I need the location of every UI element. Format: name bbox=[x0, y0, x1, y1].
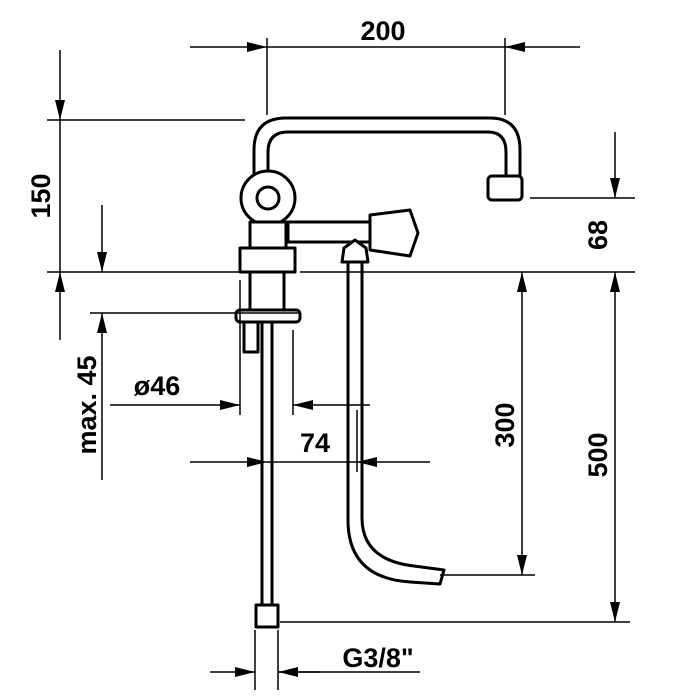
dim-label-thread: G3/8" bbox=[342, 643, 413, 673]
dim-label-68: 68 bbox=[583, 220, 613, 250]
washer bbox=[234, 308, 302, 324]
dim-label-diameter: ø46 bbox=[134, 371, 181, 401]
supply-pipe bbox=[260, 320, 274, 609]
mount-nut bbox=[242, 320, 260, 354]
dim-label-150: 150 bbox=[26, 173, 56, 218]
valve-cap bbox=[255, 185, 281, 211]
dim-label-300: 300 bbox=[490, 402, 520, 447]
dim-label-500: 500 bbox=[583, 432, 613, 477]
connection-nut bbox=[254, 603, 280, 629]
hose-connector bbox=[340, 238, 370, 264]
spout-nozzle bbox=[486, 174, 524, 202]
faucet bbox=[234, 116, 524, 629]
spout-pipe bbox=[252, 116, 522, 180]
dim-label-200: 200 bbox=[360, 16, 405, 46]
crossbar bbox=[286, 220, 375, 244]
mount-shank bbox=[248, 270, 286, 316]
dim-label-74: 74 bbox=[300, 428, 330, 458]
hose bbox=[346, 260, 446, 586]
dim-label-max45: max. 45 bbox=[72, 355, 102, 454]
handle bbox=[368, 208, 420, 258]
base-block bbox=[238, 246, 297, 274]
stem bbox=[248, 220, 288, 252]
dimensions bbox=[47, 38, 635, 690]
